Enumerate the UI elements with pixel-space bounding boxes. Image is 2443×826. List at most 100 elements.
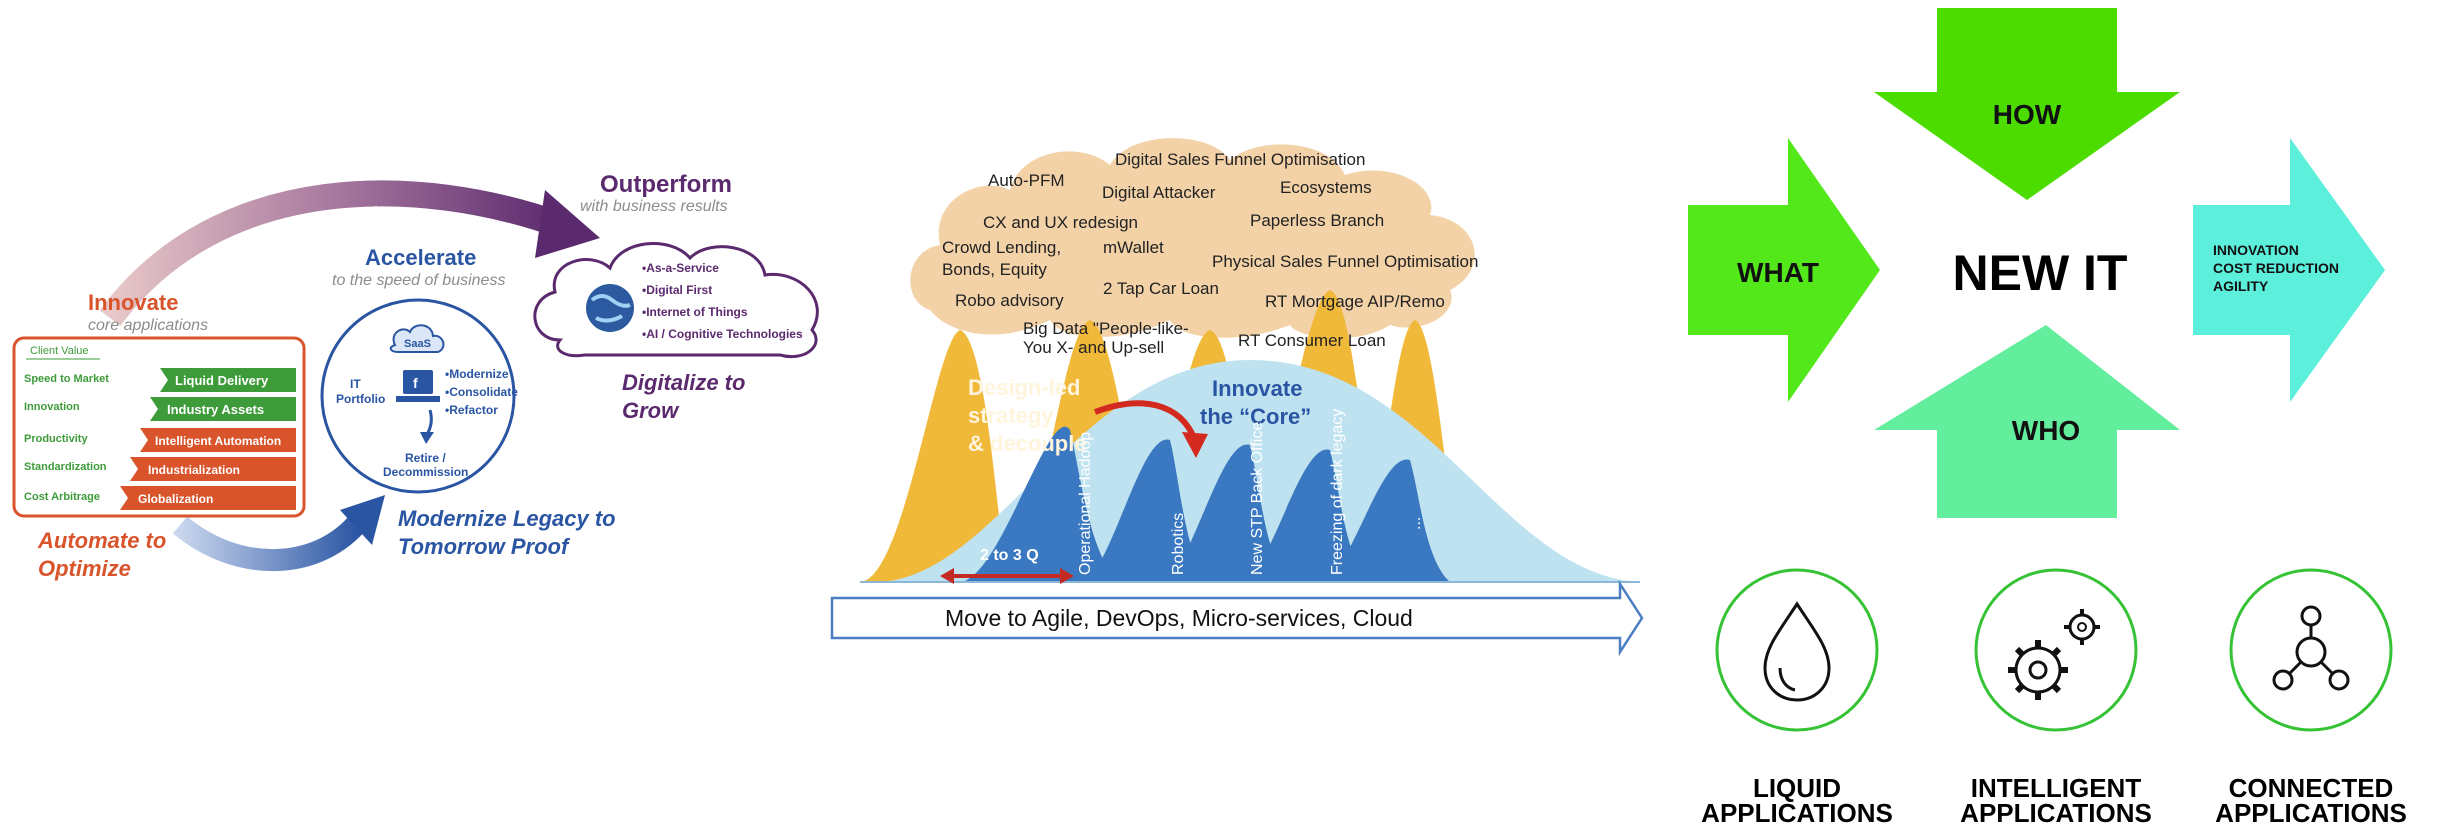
digitalize-title-line2: Grow	[622, 398, 680, 423]
outcome-item: COST REDUCTION	[2213, 260, 2339, 276]
client-value-label: Speed to Market	[24, 373, 109, 385]
svg-text:f: f	[413, 375, 418, 391]
modernize-item: •Refactor	[445, 403, 498, 417]
modernize-legacy-title: Modernize Legacy to	[398, 506, 616, 531]
cloud-term: Ecosystems	[1280, 178, 1372, 197]
cloud-term: 2 Tap Car Loan	[1103, 279, 1219, 298]
client-value-label: Cost Arbitrage	[24, 491, 100, 503]
modernize-arrowhead	[340, 495, 385, 545]
globe-icon	[586, 284, 634, 332]
network-icon	[2272, 605, 2350, 691]
how-arrow	[1874, 8, 2180, 200]
client-value-label: Innovation	[24, 401, 80, 413]
value-bar-label: Intelligent Automation	[155, 434, 281, 448]
app-label-line1: LIQUID	[1753, 773, 1841, 803]
cloud-term: Robo advisory	[955, 291, 1064, 310]
cloud-term: Auto-PFM	[988, 171, 1065, 190]
app-label-line2: APPLICATIONS	[1701, 798, 1893, 826]
connected-circle	[2229, 568, 2393, 732]
what-label: WHAT	[1737, 257, 1819, 288]
modernize-arc	[172, 512, 369, 572]
cloud-item: •Internet of Things	[642, 305, 748, 319]
duration-arrow-right	[1060, 568, 1074, 584]
retire-label: Retire /Decommission	[383, 451, 468, 479]
accelerate-subtitle: to the speed of business	[332, 272, 505, 289]
value-bar-red	[120, 486, 296, 510]
client-value-label: Productivity	[24, 433, 88, 445]
gears-icon	[2008, 609, 2100, 700]
outcome-item: AGILITY	[2213, 278, 2269, 294]
peak-label: New STP Back Office	[1249, 422, 1266, 575]
client-value-header: Client Value	[30, 345, 89, 357]
cloud-term: Digital Sales Funnel Optimisation	[1115, 150, 1365, 169]
app-label-line1: INTELLIGENT	[1971, 773, 2142, 803]
modernize-item: •Modernize	[445, 367, 509, 381]
value-bar-label: Industrialization	[148, 463, 240, 477]
who-label: WHO	[2012, 415, 2080, 446]
agile-arrow	[830, 579, 1644, 657]
design-led-text: strategy	[968, 403, 1054, 428]
cloud-term: RT Consumer Loan	[1238, 331, 1386, 350]
wave-blue	[1320, 459, 1450, 582]
wave-blue	[1160, 444, 1290, 582]
what-arrow	[1688, 138, 1880, 402]
cloud-term: Physical Sales Funnel Optimisation	[1212, 252, 1478, 271]
cloud-term: Bonds, Equity	[942, 260, 1047, 279]
cloud-term: mWallet	[1103, 238, 1164, 257]
high-velocity-arrowhead	[535, 190, 600, 258]
app-label-line2: APPLICATIONS	[2215, 798, 2407, 826]
liquid-circle	[1715, 568, 1879, 732]
how-label: HOW	[1993, 99, 2062, 130]
wave-blue	[960, 426, 1120, 582]
ideas-cloud	[910, 138, 1475, 339]
innovate-arrow	[1093, 400, 1198, 442]
digitalize-title: Digitalize to	[622, 370, 745, 395]
right-panel: HOW WHAT WHO INNOVATION COST REDUCTION A…	[1688, 8, 2407, 826]
app-label-line1: CONNECTED	[2229, 773, 2394, 803]
drop-icon	[1763, 601, 1831, 702]
peak-label: ...	[1407, 517, 1424, 530]
wave-blue	[1080, 439, 1210, 582]
design-led-text: Design-led	[968, 375, 1080, 400]
outperform-title: Outperform	[600, 171, 732, 198]
innovate-core-text: the “Core”	[1200, 404, 1311, 429]
duration-arrow-left	[940, 568, 954, 584]
high-velocity-arc	[99, 180, 565, 326]
design-led-text: & decouple	[968, 431, 1087, 456]
innovate-title: Innovate	[88, 290, 178, 315]
value-bar-label: Globalization	[138, 492, 213, 506]
peak-label: Robotics	[1170, 513, 1187, 575]
cloud-item: •Digital First	[642, 283, 712, 297]
innovate-subtitle: core applications	[88, 317, 208, 334]
peak-label: Operational Hadoop	[1077, 432, 1094, 575]
accelerate-title: Accelerate	[365, 245, 476, 270]
value-bar-red	[140, 428, 296, 452]
value-bar-green	[150, 397, 296, 421]
client-value-label: Standardization	[24, 461, 107, 473]
outcome-arrow	[2193, 138, 2385, 402]
left-panel: High Velocity Path Outperform with busin…	[12, 171, 819, 581]
cloud-term: RT Mortgage AIP/Remo	[1265, 292, 1445, 311]
innovate-core-text: Innovate	[1212, 376, 1302, 401]
cloud-term: CX and UX redesign	[983, 213, 1138, 232]
cloud-item: •As-a-Service	[642, 261, 719, 275]
outcome-item: INNOVATION	[2213, 242, 2299, 258]
value-bar-red	[130, 457, 296, 481]
cloud-term: Big Data "People-like-	[1023, 319, 1189, 338]
saas-label: SaaS	[404, 338, 431, 350]
agile-arrow-text: Move to Agile, DevOps, Micro-services, C…	[945, 605, 1413, 631]
outperform-subtitle: with business results	[580, 198, 728, 215]
cloud-term: You X- and Up-sell	[1023, 338, 1164, 357]
cloud-term: Digital Attacker	[1102, 183, 1216, 202]
middle-panel: Digital Sales Funnel Optimisation Auto-P…	[830, 138, 1644, 657]
modernize-legacy-title-line2: Tomorrow Proof	[398, 534, 571, 559]
value-bar-label: Liquid Delivery	[175, 373, 269, 388]
automate-title: Automate to	[37, 528, 166, 553]
duration-label: 2 to 3 Q	[980, 547, 1039, 564]
modernize-item: •Consolidate	[445, 385, 518, 399]
mountain-orange	[860, 330, 1010, 582]
cloud-term: Paperless Branch	[1250, 211, 1384, 230]
wave-blue	[1240, 449, 1370, 582]
